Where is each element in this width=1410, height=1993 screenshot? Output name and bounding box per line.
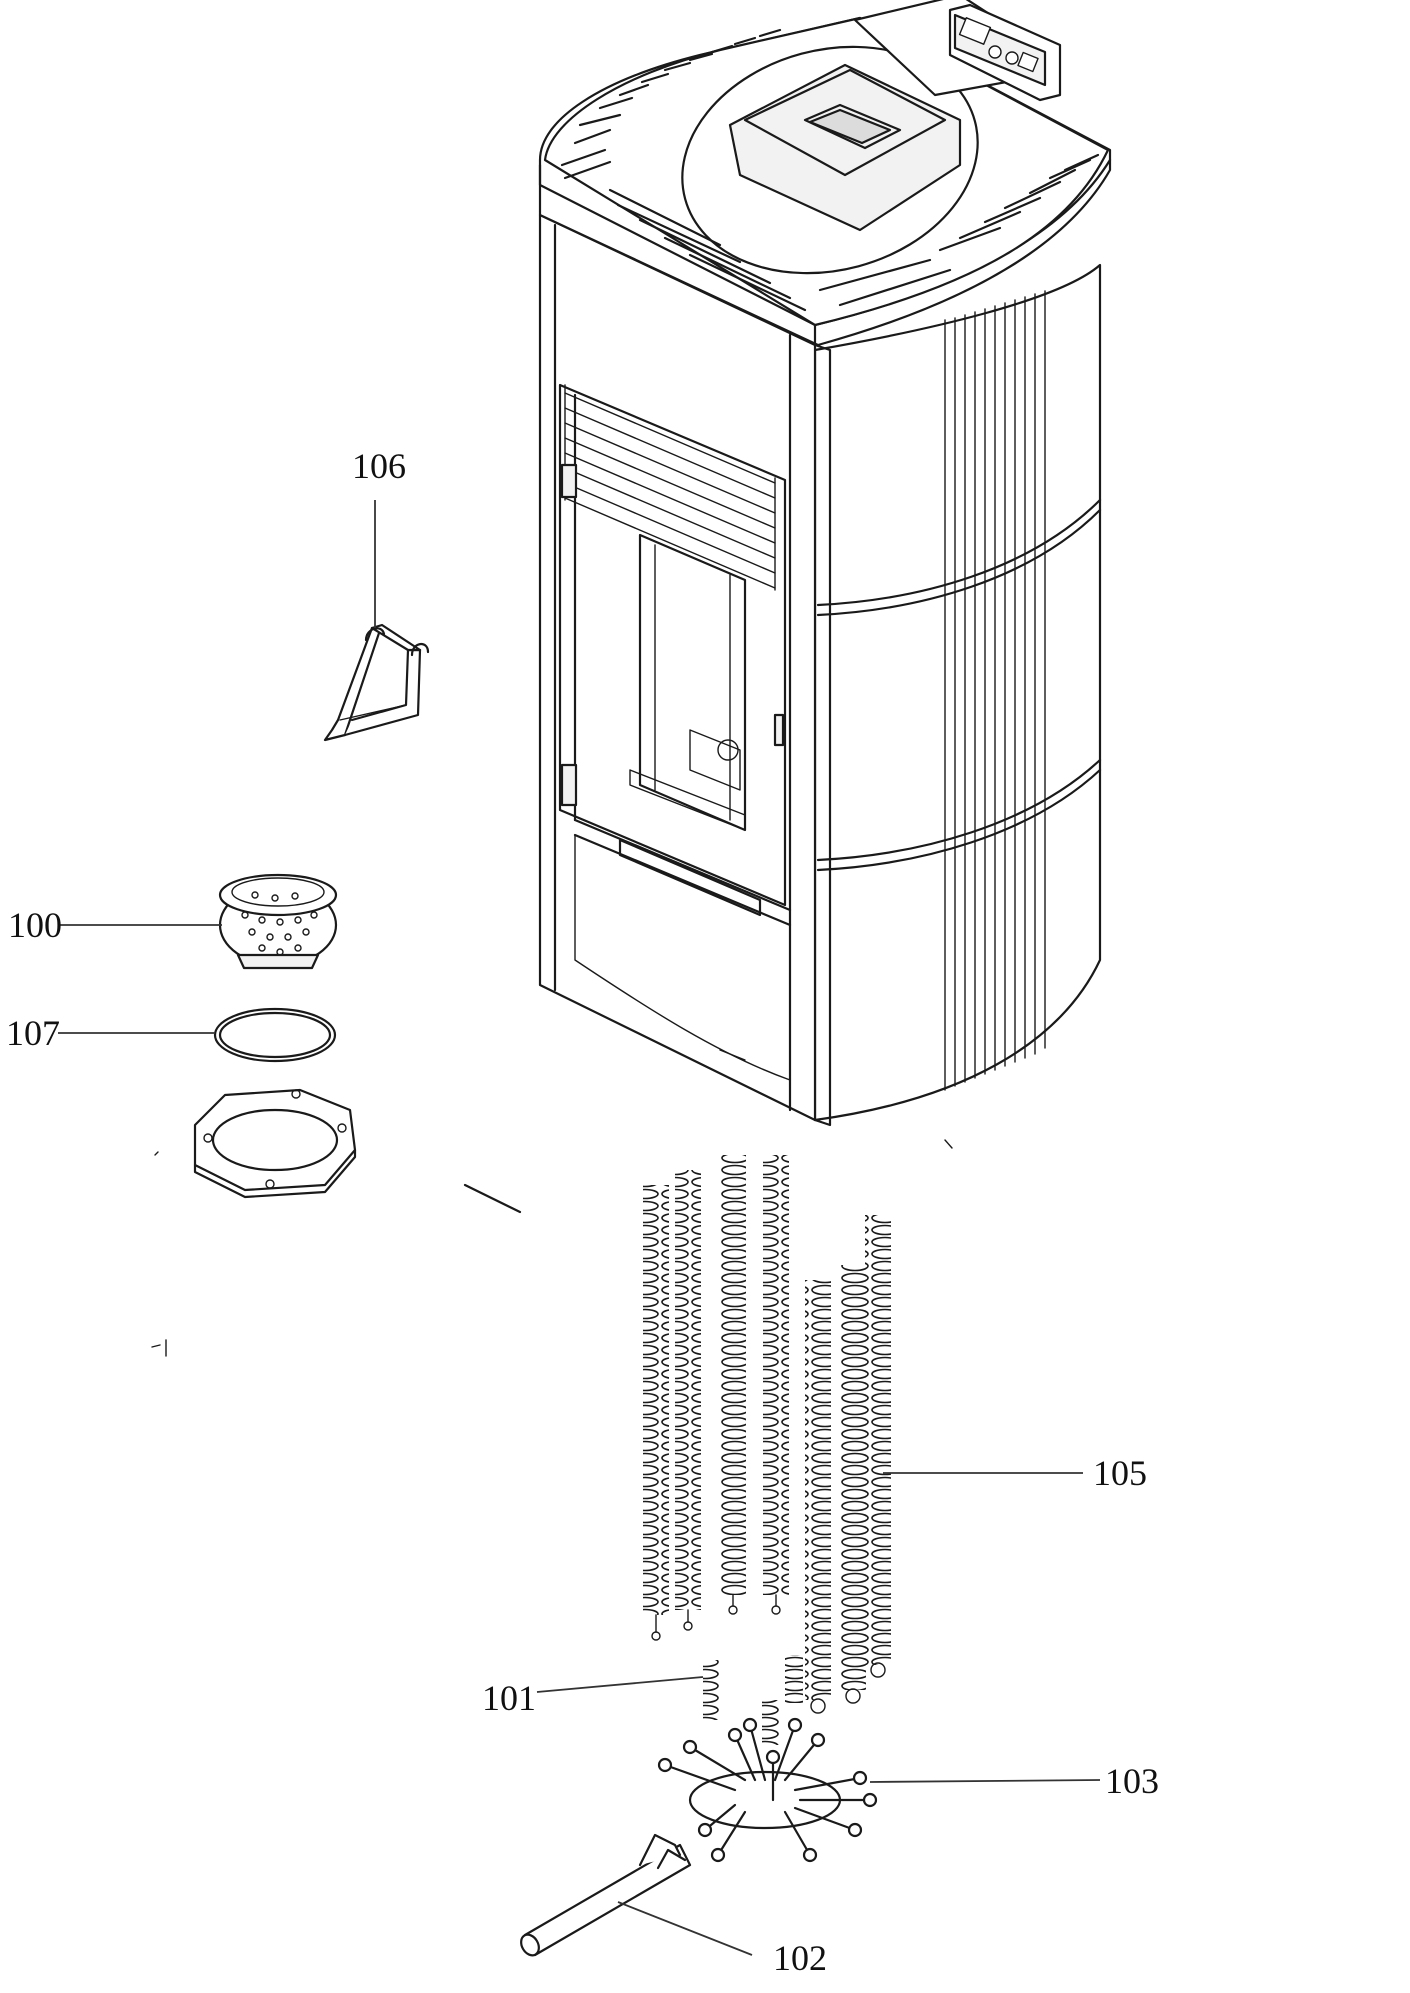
part-102-handle-rod (520, 1833, 692, 1957)
label-105: 105 (1093, 1453, 1147, 1493)
part-105-springs (643, 1155, 891, 1714)
pellet-stove-body (538, 0, 1112, 1127)
part-100-burner-cup (218, 873, 338, 970)
part-107-gasket-ring (213, 1007, 337, 1063)
label-101: 101 (482, 1678, 536, 1718)
stray-mark (151, 1339, 167, 1357)
side-ribbing (944, 290, 1046, 1091)
control-panel (948, 3, 1062, 102)
leader-lines (58, 500, 1101, 1956)
part-103-spider-mount (657, 1717, 878, 1863)
label-107: 107 (6, 1013, 60, 1053)
part-labels: 106 100 107 105 101 103 102 (6, 446, 1159, 1978)
stray-mark (463, 1183, 522, 1214)
label-102: 102 (773, 1938, 827, 1978)
support-plate (193, 1088, 357, 1199)
label-106: 106 (352, 446, 406, 486)
label-103: 103 (1105, 1761, 1159, 1801)
stray-mark (154, 1151, 159, 1156)
door-grille (564, 384, 776, 591)
part-106-bracket (323, 623, 430, 742)
stray-mark (944, 1139, 953, 1149)
top-vent-slots (560, 28, 1100, 312)
label-100: 100 (8, 905, 62, 945)
part-101-small-springs (703, 1655, 803, 1745)
